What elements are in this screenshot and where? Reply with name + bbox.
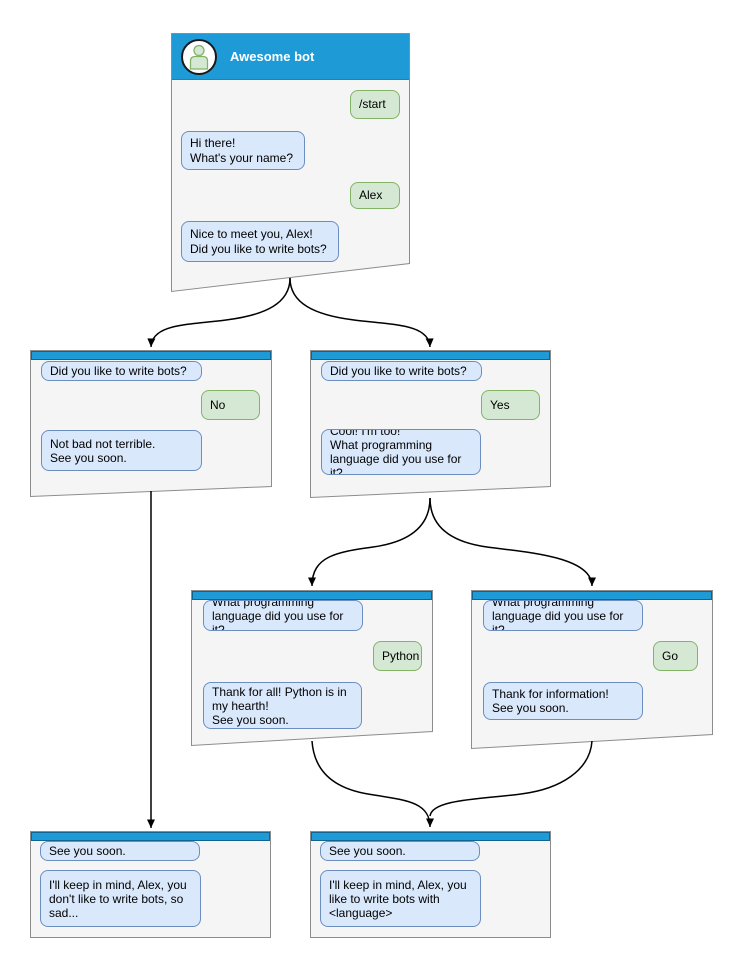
bot-message-bubble: See you soon. bbox=[40, 841, 200, 861]
node-header-strip-end-no bbox=[31, 832, 270, 841]
bot-message-bubble: Cool! I'm too! What programming language… bbox=[321, 429, 481, 475]
bot-message-bubble: Thank for all! Python is in my hearth! S… bbox=[203, 682, 362, 729]
bot-message-bubble: Did you like to write bots? bbox=[321, 361, 482, 381]
bot-message-bubble: What programming language did you use fo… bbox=[483, 600, 643, 631]
bot-message-bubble: Nice to meet you, Alex! Did you like to … bbox=[181, 221, 339, 262]
user-message-bubble: Yes bbox=[481, 390, 540, 420]
edge-yes-to-python bbox=[308, 497, 431, 587]
edge-go-to-end bbox=[429, 740, 593, 817]
chat-header: Awesome bot bbox=[172, 34, 409, 80]
bot-message-bubble: Hi there! What's your name? bbox=[181, 131, 305, 170]
bot-message-bubble: I'll keep in mind, Alex, you don't like … bbox=[40, 870, 201, 927]
node-header-strip-yes bbox=[311, 351, 550, 360]
chat-title: Awesome bot bbox=[230, 49, 315, 64]
user-message-bubble: Python bbox=[373, 641, 422, 671]
node-header-strip-go bbox=[472, 591, 712, 600]
edge-yes-to-go bbox=[429, 497, 596, 587]
avatar bbox=[181, 38, 217, 75]
bot-message-bubble: What programming language did you use fo… bbox=[203, 600, 363, 631]
user-message-bubble: Go bbox=[653, 641, 698, 671]
edge-root-to-no bbox=[147, 277, 291, 348]
person-icon bbox=[189, 44, 209, 70]
bot-message-bubble: I'll keep in mind, Alex, you like to wri… bbox=[320, 870, 481, 927]
bot-message-bubble: Did you like to write bots? bbox=[41, 361, 202, 381]
bot-message-bubble: See you soon. bbox=[320, 841, 480, 861]
node-header-strip-no bbox=[31, 351, 271, 360]
bot-message-bubble: Thank for information! See you soon. bbox=[483, 682, 643, 720]
node-header-strip-python bbox=[192, 591, 432, 600]
node-header-strip-end-yes bbox=[311, 832, 550, 841]
edge-python-to-end bbox=[311, 740, 434, 828]
bot-message-bubble: Not bad not terrible. See you soon. bbox=[41, 430, 202, 471]
user-message-bubble: No bbox=[201, 390, 260, 420]
edge-root-to-yes bbox=[289, 277, 434, 348]
user-message-bubble: /start bbox=[350, 90, 400, 119]
user-message-bubble: Alex bbox=[350, 182, 400, 209]
